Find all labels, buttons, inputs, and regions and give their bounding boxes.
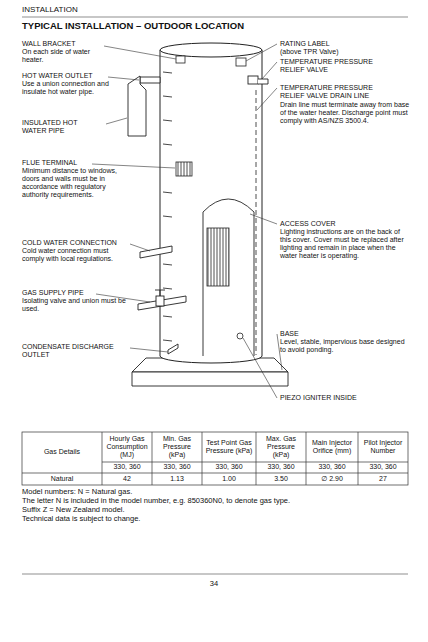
callout-note: Cold water connection must comply with l… bbox=[22, 247, 128, 263]
leader-lines bbox=[92, 44, 282, 398]
callout-note: On each side of water heater. bbox=[22, 48, 102, 64]
callout-heading: WALL BRACKET bbox=[22, 40, 102, 48]
pipes bbox=[128, 76, 186, 354]
table-header: Hourly Gas Consumption (MJ) bbox=[102, 432, 152, 462]
table-grid bbox=[22, 432, 408, 485]
footnote: Suffix Z = New Zealand model. bbox=[22, 506, 408, 515]
rating-label bbox=[236, 58, 246, 66]
callout-heading: FLUE TERMINAL bbox=[22, 159, 128, 167]
footnote: Model numbers: N = Natural gas. bbox=[22, 488, 408, 497]
callout-heading: BASE bbox=[280, 330, 412, 338]
footer-rule bbox=[22, 574, 408, 575]
table-cell: ∅ 2.90 bbox=[306, 473, 358, 485]
table-cell: Gas Details bbox=[22, 432, 102, 473]
callout-heading: PIEZO IGNITER INSIDE bbox=[280, 394, 412, 402]
table-cell: 27 bbox=[358, 473, 408, 485]
table-header: Pilot Injector Number bbox=[358, 432, 408, 462]
table-cell: 3.50 bbox=[256, 473, 306, 485]
footnote: Technical data is subject to change. bbox=[22, 515, 408, 524]
table-cell: 1.00 bbox=[202, 473, 256, 485]
callout-heading: CONDENSATE DISCHARGE OUTLET bbox=[22, 343, 126, 359]
callout-note: Isolating valve and union must be used. bbox=[22, 297, 128, 313]
callout-note: Minimum distance to windows, doors and w… bbox=[22, 167, 128, 199]
callout-heading: RATING LABEL bbox=[280, 40, 412, 48]
callout-heading: TEMPERATURE PRESSURE RELIEF VALVE DRAIN … bbox=[280, 84, 380, 100]
page-header: INSTALLATION bbox=[22, 5, 222, 14]
wall-bracket bbox=[176, 56, 185, 63]
isolating-valve bbox=[155, 290, 165, 306]
table-cell: 42 bbox=[102, 473, 152, 485]
table-header: Main Injector Orifice (mm) bbox=[306, 432, 358, 462]
callout-heading: GAS SUPPLY PIPE bbox=[22, 289, 128, 297]
grille bbox=[207, 228, 229, 286]
water-heater bbox=[160, 43, 262, 363]
callout-heading: HOT WATER OUTLET bbox=[22, 72, 128, 80]
callout-heading: COLD WATER CONNECTION bbox=[22, 239, 128, 247]
table-header: Test Point Gas Pressure (kPa) bbox=[202, 432, 256, 462]
table-header: Max. Gas Pressure (kPa) bbox=[256, 432, 306, 462]
callout-note: Lighting instructions are on the back of… bbox=[280, 228, 412, 260]
callout-note: Level, stable, impervious base designed … bbox=[280, 338, 412, 354]
table-cell: 330, 360 bbox=[152, 462, 202, 473]
table-cell: 330, 360 bbox=[102, 462, 152, 473]
callout-note: Drain line must terminate away from base… bbox=[280, 101, 412, 125]
table-cell: 330, 360 bbox=[358, 462, 408, 473]
callout-note: Use a union connection and insulate hot … bbox=[22, 80, 128, 96]
drain-line bbox=[256, 90, 257, 355]
access-cover bbox=[203, 199, 254, 356]
table-header: Min. Gas Pressure (kPa) bbox=[152, 432, 202, 462]
callout-heading: ACCESS COVER bbox=[280, 220, 412, 228]
table-cell: 330, 360 bbox=[256, 462, 306, 473]
header-rule bbox=[22, 17, 408, 18]
footnote: The letter N is included in the model nu… bbox=[22, 497, 408, 506]
page-title: TYPICAL INSTALLATION – OUTDOOR LOCATION bbox=[22, 21, 408, 32]
piezo-igniter bbox=[237, 333, 243, 339]
flue-terminal bbox=[176, 162, 192, 176]
table-cell: Natural bbox=[22, 473, 102, 485]
table-cell: 1.13 bbox=[152, 473, 202, 485]
callout-note: (above TPR Valve) bbox=[280, 48, 412, 56]
callout-heading: INSULATED HOT WATER PIPE bbox=[22, 119, 102, 135]
table-cell: 330, 360 bbox=[202, 462, 256, 473]
page-number: 34 bbox=[194, 580, 234, 589]
table-cell: 330, 360 bbox=[306, 462, 358, 473]
callout-heading: TEMPERATURE PRESSURE RELIEF VALVE bbox=[280, 58, 380, 74]
tpr-valve bbox=[248, 76, 268, 84]
